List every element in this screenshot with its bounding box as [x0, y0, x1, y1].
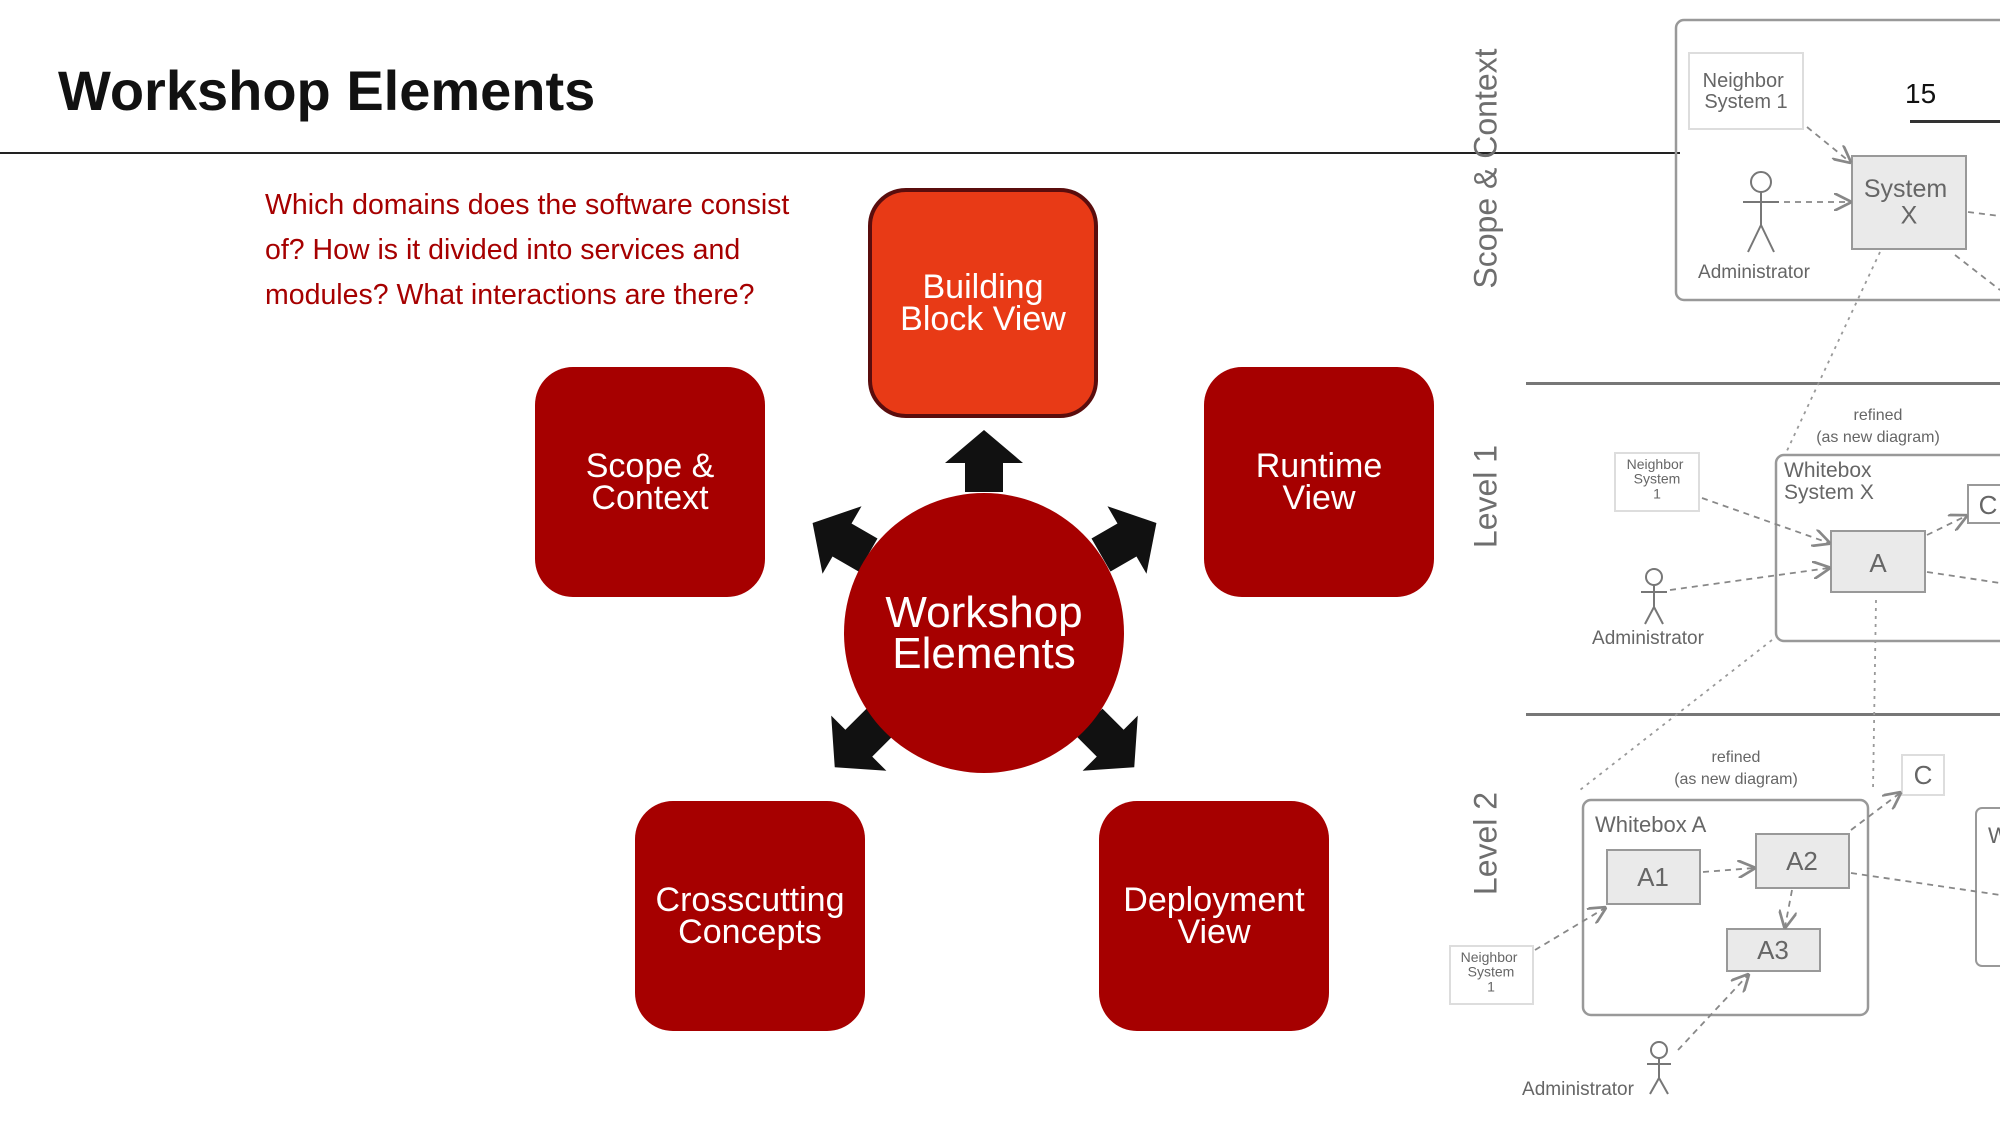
level1-neighbor-label-line: System: [1634, 471, 1681, 487]
level1-edge-out: [1926, 571, 2000, 584]
hub-label: Workshop Elements: [885, 588, 1083, 678]
context-actor-label: Administrator: [1698, 262, 1811, 283]
level2-edge-neighbor: [1534, 908, 1605, 951]
level1-edge-c: [1926, 516, 1966, 536]
level2-actor-icon: [1647, 1041, 1671, 1095]
deployment-view-label: Deployment View: [1123, 881, 1305, 951]
page-number: 15: [1905, 78, 1937, 109]
crosscutting-concepts-label: Crosscutting Concepts: [655, 881, 845, 951]
level1-c-label: C: [1979, 490, 1998, 520]
level-separator-2: [1526, 713, 2000, 716]
runtime-view-box[interactable]: Runtime View: [1204, 367, 1434, 597]
deployment-view-box[interactable]: Deployment View: [1099, 801, 1329, 1031]
level1-actor-icon: [1641, 568, 1667, 625]
level2-neighbor-box: [1449, 945, 1534, 1005]
level1-a-label: A: [1869, 548, 1887, 578]
level2-edge-a2-a3: [1785, 889, 1792, 927]
level2-c-box: [1901, 754, 1945, 796]
crosscutting-concepts-box[interactable]: Crosscutting Concepts: [635, 801, 865, 1031]
level1-as-new-label: (as new diagram): [1816, 429, 1940, 446]
level2-a3-box: [1726, 928, 1821, 972]
context-edge-neighbor: [1806, 126, 1850, 162]
scope-context-box[interactable]: Scope & Context: [535, 367, 765, 597]
level1-neighbor-label-line: 1: [1653, 485, 1661, 501]
arrow-up: [945, 430, 1023, 492]
building-block-view-box[interactable]: Building Block View: [868, 188, 1098, 418]
slide-title: Workshop Elements: [58, 59, 596, 122]
level2-a2-label: A2: [1786, 846, 1818, 876]
context-edge-out-2: [1954, 254, 2000, 291]
level2-a1-box: [1606, 849, 1701, 905]
level2-c-label: C: [1914, 760, 1933, 790]
level1-refined-label: refined: [1854, 407, 1903, 424]
level1-c-box: [1967, 484, 2000, 524]
context-system-box: [1851, 155, 1967, 250]
zoom-line-2: [1579, 639, 1773, 791]
context-edge-out: [1967, 211, 2000, 217]
context-system-label-line: X: [1901, 201, 1918, 229]
level2-a3-label: A3: [1757, 935, 1789, 965]
level2-a2-box: [1755, 833, 1850, 889]
level1-whitebox-label: Whitebox System X: [1784, 459, 1877, 504]
level1-edge-neighbor: [1701, 497, 1829, 543]
level1-whitebox-frame: [1774, 453, 2000, 643]
level-separator-1: [1526, 382, 2000, 385]
level2-edge-actor: [1677, 975, 1748, 1051]
title-divider: [0, 152, 1680, 154]
level2-whitebox-label: Whitebox A: [1595, 812, 1707, 837]
level2-whitebox-frame: [1581, 798, 1870, 1017]
level2-refined-label: refined: [1712, 749, 1761, 766]
level2-next-frame: [1975, 807, 2000, 967]
level1-actor-label: Administrator: [1592, 628, 1705, 649]
level2-edge-a2-c: [1850, 793, 1900, 831]
scope-context-label: Scope & Context: [585, 447, 715, 517]
level2-edge-a1-a2: [1702, 868, 1754, 872]
context-actor-icon: [1743, 171, 1779, 253]
context-neighbor-box: [1688, 52, 1804, 130]
level2-as-new-label: (as new diagram): [1674, 771, 1798, 788]
level2-neighbor-label-line: 1: [1487, 978, 1495, 994]
zoom-line-1: [1784, 251, 1881, 456]
level2-a1-label: A1: [1637, 862, 1669, 892]
level2-actor-label: Administrator: [1522, 1079, 1635, 1100]
runtime-view-label: Runtime View: [1255, 447, 1383, 517]
context-neighbor-label-line: System 1: [1704, 91, 1787, 113]
context-frame: [1674, 18, 2000, 302]
level1-whitebox-label-line: System X: [1784, 481, 1874, 504]
arrow-upper-right: [1091, 506, 1157, 574]
zoom-line-3: [1872, 599, 1877, 791]
level1-neighbor-box: [1614, 452, 1700, 512]
level2-neighbor-label-line: System: [1468, 964, 1515, 980]
building-block-question: Which domains does the software consist …: [265, 189, 790, 311]
level2-edge-out: [1850, 872, 2000, 896]
level1-a-box: [1830, 530, 1926, 593]
context-system-label: System X: [1864, 175, 1954, 229]
arrow-lower-right: [1075, 708, 1138, 771]
building-block-view-label: Building Block View: [900, 268, 1066, 338]
workshop-elements-hub: Workshop Elements: [844, 493, 1124, 773]
level1-edge-actor: [1669, 568, 1829, 591]
page-number-underline: [1910, 120, 2000, 123]
level2-next-label: W: [1988, 823, 2000, 848]
context-neighbor-label: Neighbor System 1: [1703, 70, 1790, 113]
arrow-upper-left: [812, 506, 878, 574]
